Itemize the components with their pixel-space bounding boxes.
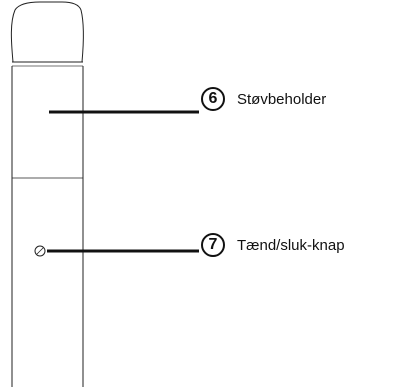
- callout-label-dust-container: Støvbeholder: [237, 90, 327, 108]
- device-cap: [10, 1, 84, 63]
- power-button-mark: [36, 247, 44, 255]
- device-body: [11, 66, 84, 387]
- callout-number-6: 6: [201, 87, 225, 111]
- callout-dust-container: 6 Støvbeholder: [201, 87, 326, 111]
- callout-power-button: 7 Tænd/sluk-knap: [201, 233, 345, 257]
- callout-number-7: 7: [201, 233, 225, 257]
- callout-label-power-button: Tænd/sluk-knap: [237, 236, 345, 254]
